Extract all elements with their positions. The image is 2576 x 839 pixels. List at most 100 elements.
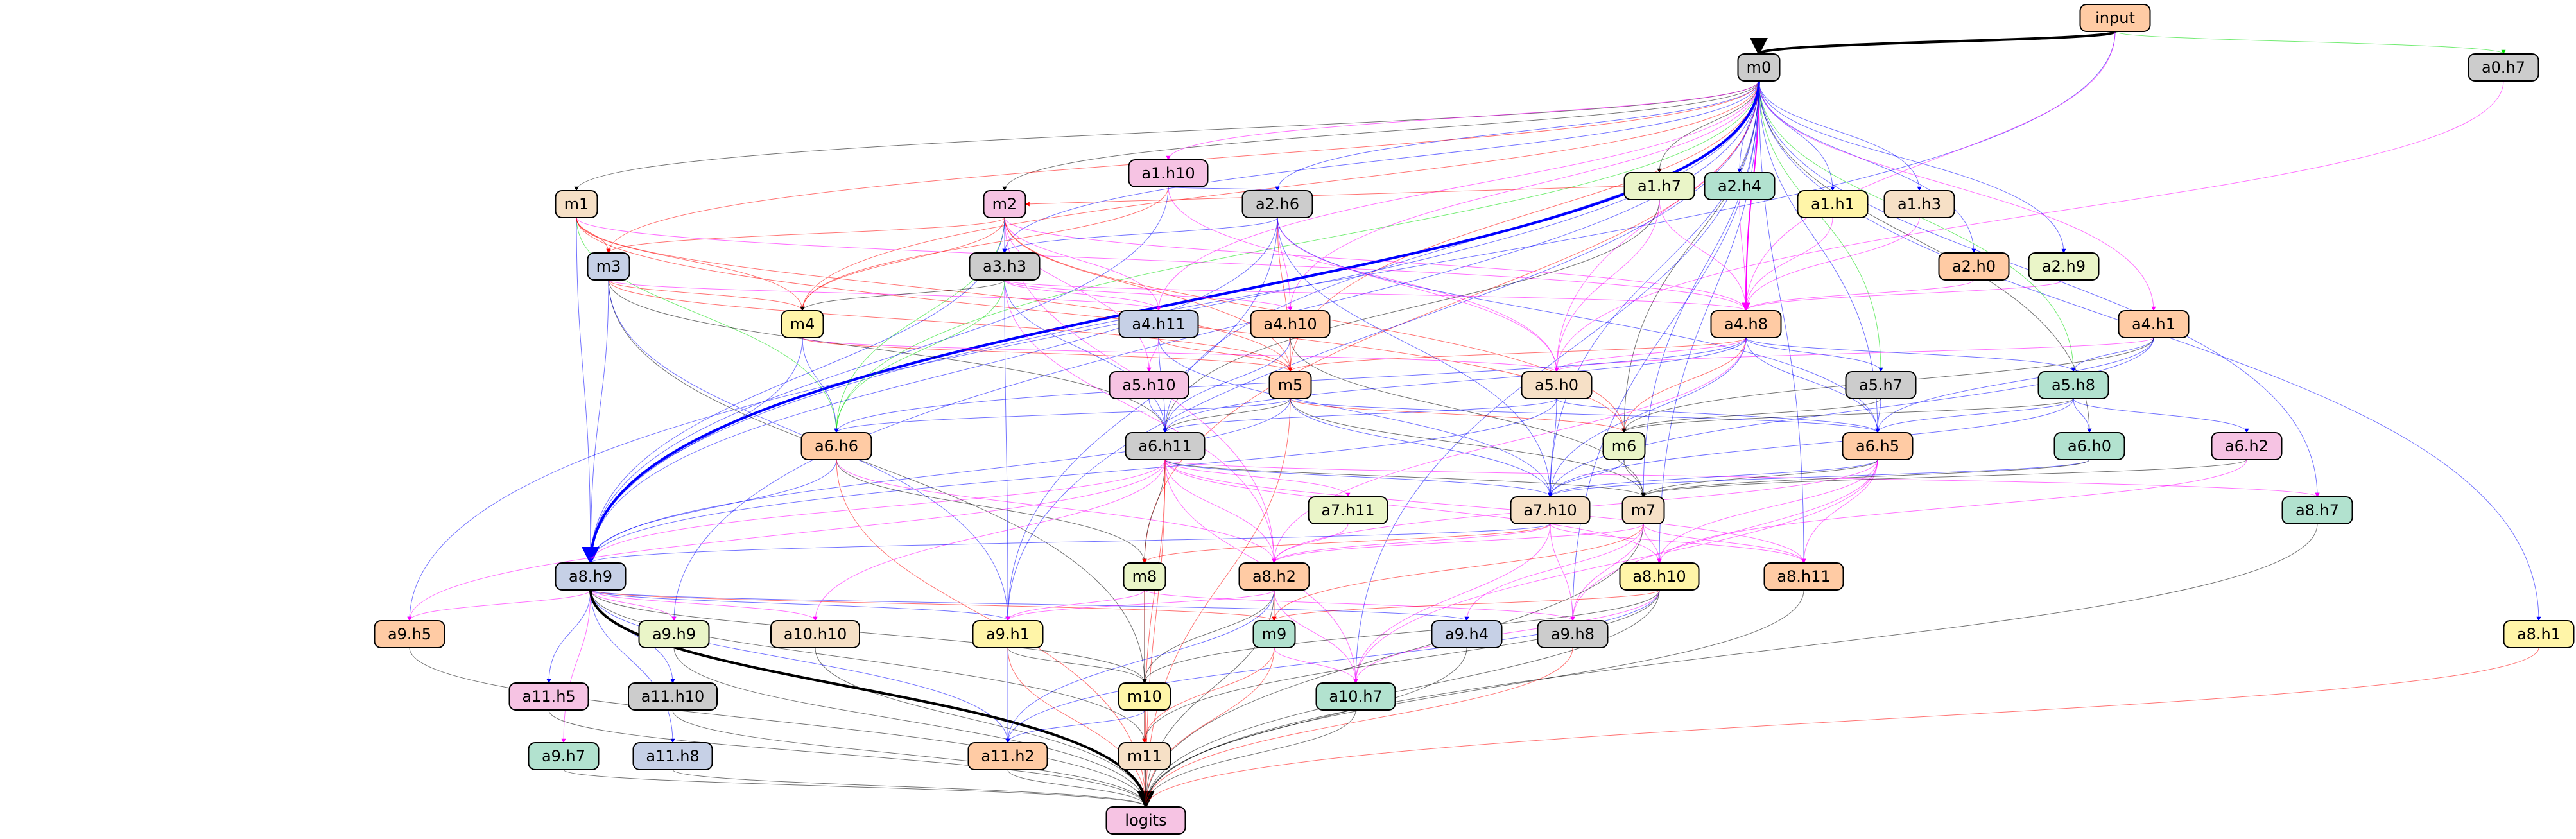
edge-a2-h6-to-a8-h9 [588, 217, 1278, 564]
node-m6[interactable]: m6 [1602, 432, 1646, 460]
node-a8-h10[interactable]: a8.h10 [1619, 562, 1700, 591]
edge-m2-to-a8-h9 [588, 217, 1005, 564]
node-a4-h10[interactable]: a4.h10 [1250, 310, 1331, 338]
node-label: m10 [1127, 688, 1162, 705]
node-a5-h7[interactable]: a5.h7 [1845, 371, 1917, 399]
node-a11-h8[interactable]: a11.h8 [632, 742, 713, 770]
node-m0[interactable]: m0 [1737, 53, 1781, 82]
node-m2[interactable]: m2 [983, 190, 1026, 218]
node-box [632, 742, 713, 770]
node-a8-h1[interactable]: a8.h1 [2503, 620, 2575, 648]
node-a8-h7[interactable]: a8.h7 [2281, 496, 2353, 524]
edge-m2-to-a5-h10 [1004, 217, 1152, 372]
edge-a8-h9-to-a11-h5 [546, 589, 591, 684]
node-box [800, 432, 872, 460]
node-a9-h8[interactable]: a9.h8 [1537, 620, 1609, 648]
node-m10[interactable]: m10 [1118, 682, 1171, 711]
node-a1-h1[interactable]: a1.h1 [1797, 190, 1869, 218]
node-a10-h10[interactable]: a10.h10 [770, 620, 860, 648]
node-m9[interactable]: m9 [1252, 620, 1296, 648]
edge-a1-h7-to-a4-h8 [1659, 199, 1749, 311]
edge-a8-h9-to-a9-h5 [407, 589, 591, 621]
edge-a8-h2-to-m10 [1142, 589, 1275, 684]
node-m4[interactable]: m4 [781, 310, 824, 338]
node-a4-h8[interactable]: a4.h8 [1710, 310, 1782, 338]
node-a7-h10[interactable]: a7.h10 [1510, 496, 1591, 524]
node-a11-h2[interactable]: a11.h2 [967, 742, 1048, 770]
node-a8-h11[interactable]: a8.h11 [1763, 562, 1844, 591]
edge-m0-to-a8-h1 [1758, 80, 2541, 621]
node-m7[interactable]: m7 [1621, 496, 1665, 524]
node-a6-h11[interactable]: a6.h11 [1125, 432, 1206, 460]
edge-a1-h1-to-a4-h8 [1743, 217, 1833, 311]
node-a0-h7[interactable]: a0.h7 [2468, 53, 2539, 82]
node-label: a7.h11 [1321, 501, 1374, 519]
node-a6-h2[interactable]: a6.h2 [2211, 432, 2283, 460]
node-m3[interactable]: m3 [587, 252, 630, 281]
node-box [1125, 432, 1206, 460]
node-label: a2.h4 [1718, 177, 1761, 195]
node-a9-h5[interactable]: a9.h5 [374, 620, 445, 648]
node-a9-h1[interactable]: a9.h1 [972, 620, 1044, 648]
edge-a7-h10-to-a8-h2 [1272, 523, 1551, 564]
node-a2-h9[interactable]: a2.h9 [2028, 252, 2100, 281]
node-a8-h9[interactable]: a8.h9 [555, 562, 627, 591]
node-box [555, 190, 598, 218]
node-a4-h1[interactable]: a4.h1 [2118, 310, 2190, 338]
node-a2-h0[interactable]: a2.h0 [1938, 252, 2010, 281]
node-a9-h9[interactable]: a9.h9 [638, 620, 710, 648]
node-a6-h0[interactable]: a6.h0 [2053, 432, 2125, 460]
node-a11-h5[interactable]: a11.h5 [508, 682, 589, 711]
node-a2-h4[interactable]: a2.h4 [1704, 172, 1776, 200]
edge-a2-h6-to-a9-h1 [1005, 217, 1278, 621]
node-a5-h8[interactable]: a5.h8 [2037, 371, 2109, 399]
node-a4-h11[interactable]: a4.h11 [1118, 310, 1199, 338]
edge-m0-to-a8-h11 [1758, 80, 1806, 564]
node-a6-h5[interactable]: a6.h5 [1842, 432, 1914, 460]
node-label: m8 [1132, 567, 1157, 585]
node-a9-h4[interactable]: a9.h4 [1431, 620, 1503, 648]
edge-a6-h11-to-logits [1143, 459, 1166, 808]
node-a6-h6[interactable]: a6.h6 [800, 432, 872, 460]
node-input[interactable]: input [2079, 4, 2151, 32]
node-label: a8.h2 [1252, 567, 1296, 585]
edge-a6-h6-to-m8 [836, 459, 1147, 564]
node-a1-h3[interactable]: a1.h3 [1883, 190, 1955, 218]
edge-a4-h8-to-m6 [1621, 337, 1747, 433]
node-label: a1.h7 [1638, 177, 1681, 195]
node-a7-h11[interactable]: a7.h11 [1308, 496, 1388, 524]
node-a1-h7[interactable]: a1.h7 [1623, 172, 1695, 200]
node-a3-h3[interactable]: a3.h3 [969, 252, 1041, 281]
node-a5-h10[interactable]: a5.h10 [1109, 371, 1189, 399]
node-a8-h2[interactable]: a8.h2 [1238, 562, 1310, 591]
node-a11-h10[interactable]: a11.h10 [628, 682, 718, 711]
edge-a9-h9-to-logits [673, 647, 1148, 808]
node-label: a8.h7 [2295, 501, 2339, 519]
node-label: a6.h5 [1856, 437, 1899, 455]
node-box [2211, 432, 2283, 460]
node-a10-h7[interactable]: a10.h7 [1315, 682, 1396, 711]
edge-a5-h0-to-a7-h10 [1548, 398, 1557, 497]
edge-a5-h8-to-a6-h0 [2073, 398, 2092, 433]
node-label: a11.h8 [646, 747, 699, 765]
node-a9-h7[interactable]: a9.h7 [528, 742, 600, 770]
node-m5[interactable]: m5 [1268, 371, 1312, 399]
node-m11[interactable]: m11 [1118, 742, 1171, 770]
edge-m5-to-a7-h10 [1290, 398, 1553, 497]
node-logits[interactable]: logits [1105, 806, 1186, 835]
edge-a2-h4-to-a4-h8 [1739, 199, 1749, 311]
node-a1-h10[interactable]: a1.h10 [1128, 159, 1209, 187]
node-label: a1.h10 [1141, 164, 1195, 182]
edge-a4-h11-to-a7-h10 [1158, 337, 1553, 497]
node-label: a8.h9 [569, 567, 612, 585]
node-a5-h0[interactable]: a5.h0 [1521, 371, 1593, 399]
node-label: m4 [790, 315, 815, 333]
node-a2-h6[interactable]: a2.h6 [1241, 190, 1313, 218]
node-m1[interactable]: m1 [555, 190, 598, 218]
node-label: a4.h8 [1724, 315, 1768, 333]
edge-a8-h9-to-a9-h9 [590, 589, 677, 621]
node-label: m3 [596, 257, 621, 275]
node-label: a4.h11 [1132, 315, 1185, 333]
edge-m1-to-m6 [576, 217, 1627, 433]
node-m8[interactable]: m8 [1123, 562, 1166, 591]
